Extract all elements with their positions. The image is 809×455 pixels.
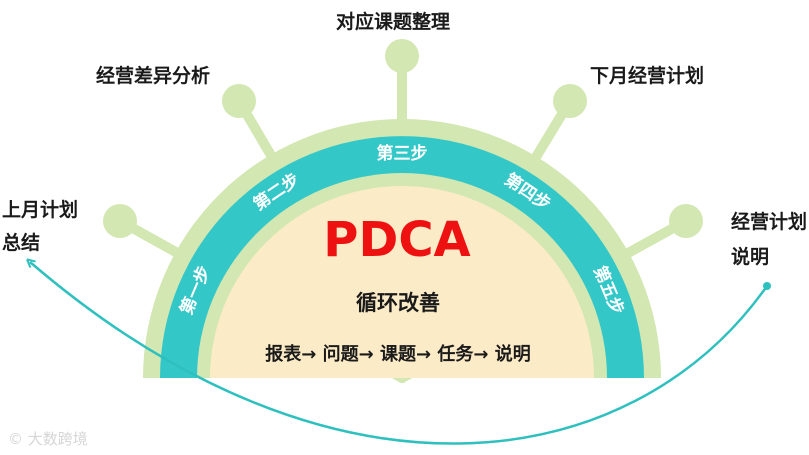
label-business-plan: 经营计划 (731, 211, 808, 233)
feedback-arrow (26, 258, 769, 445)
pdca-title: PDCA (323, 212, 470, 268)
knob-top-left (222, 84, 256, 118)
label-explanation: 说明 (731, 246, 770, 268)
label-issue-sorting: 对应课题整理 (336, 11, 451, 33)
knob-right (669, 204, 703, 238)
watermark: © 大数跨境 (8, 430, 88, 448)
label-summary: 总结 (2, 232, 41, 254)
knob-top-right (553, 84, 587, 118)
label-business-variance-analysis: 经营差异分析 (96, 65, 211, 87)
label-last-month-plan: 上月计划 (2, 199, 79, 221)
step-label-3: 第三步 (377, 143, 428, 164)
label-next-month-plan: 下月经营计划 (590, 65, 705, 87)
cycle-subtitle: 循环改善 (356, 291, 440, 315)
knob-top (385, 39, 419, 73)
flow-text: 报表→ 问题→ 课题→ 任务→ 说明 (265, 343, 530, 365)
feedback-arrow-start-dot (763, 282, 771, 290)
inner-core (210, 186, 594, 378)
knob-left (103, 204, 137, 238)
